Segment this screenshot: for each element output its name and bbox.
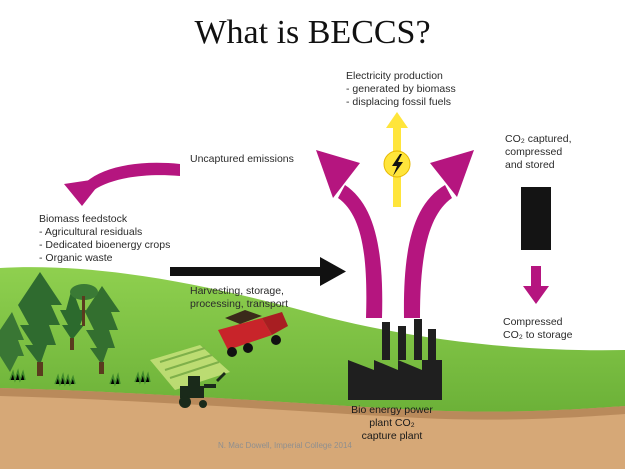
factory-icon [348, 319, 442, 400]
electricity-label-line: - generated by biomass [346, 83, 456, 95]
power-plant-label-line: plant CO₂ [369, 417, 415, 429]
uncaptured-emissions-label: Uncaptured emissions [190, 153, 294, 165]
biomass-label-line: - Agricultural residuals [39, 226, 143, 238]
power-plant-label-line: capture plant [361, 430, 423, 442]
co2-captured-label-line: compressed [505, 146, 563, 158]
tree-icon [70, 284, 98, 326]
tree-icon [85, 286, 120, 374]
image-credit: N. Mac Dowell, Imperial College 2014 [218, 441, 352, 450]
storage-block-icon [521, 187, 551, 250]
biomass-label-line: Biomass feedstock [39, 213, 128, 225]
power-plant-label: Bio energy power plant CO₂ capture plant [347, 404, 437, 443]
co2-captured-label: CO₂ captured, compressed and stored [505, 133, 572, 172]
uncaptured-emissions-arrow [64, 162, 180, 206]
compressed-label-line: Compressed [503, 316, 563, 328]
co2-captured-label-line: and stored [505, 159, 555, 171]
soil-band [0, 388, 625, 469]
biomass-label-line: - Organic waste [39, 252, 113, 264]
emissions-split-arrow [316, 150, 474, 318]
harvesting-label: Harvesting, storage, processing, transpo… [190, 285, 288, 311]
tree-icon [18, 272, 62, 376]
crop-field [150, 345, 230, 390]
compressed-label-line: CO₂ to storage [503, 329, 573, 341]
truck-icon [218, 310, 288, 357]
storage-down-arrow [523, 266, 549, 304]
biomass-feedstock-label: Biomass feedstock - Agricultural residua… [39, 213, 170, 265]
soil-edge [0, 388, 625, 420]
tree-icon [0, 312, 24, 372]
harvesting-arrow [170, 257, 346, 286]
page-title: What is BECCS? [194, 14, 431, 51]
grass-tufts [9, 368, 151, 387]
tractor-icon [179, 372, 226, 408]
biomass-label-line: - Dedicated bioenergy crops [39, 239, 171, 251]
lightning-bolt-icon [392, 154, 403, 176]
co2-captured-label-line: CO₂ captured, [505, 133, 572, 145]
power-plant-label-line: Bio energy power [351, 404, 433, 416]
compressed-storage-label: Compressed CO₂ to storage [503, 316, 572, 342]
harvesting-label-line: processing, transport [190, 298, 289, 310]
electricity-label-line: Electricity production [346, 70, 443, 82]
tree-icon [60, 288, 86, 350]
electricity-label-line: - displacing fossil fuels [346, 96, 452, 108]
electricity-label: Electricity production - generated by bi… [346, 70, 456, 109]
harvesting-label-line: Harvesting, storage, [190, 285, 284, 297]
